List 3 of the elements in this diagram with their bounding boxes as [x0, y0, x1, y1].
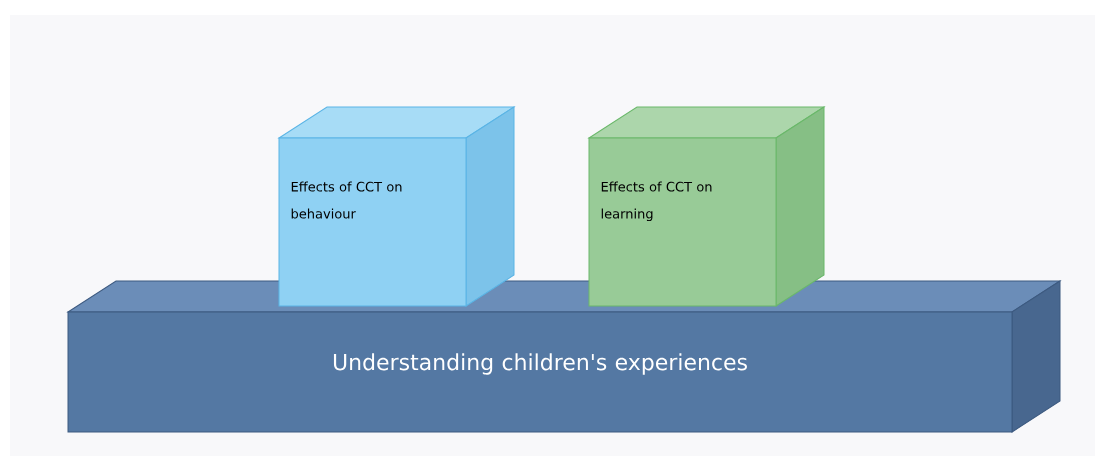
cube: Effects of CCT on learning [588, 106, 825, 307]
platform-block: Understanding children's experiences [67, 280, 1061, 433]
cube: Effects of CCT on behaviour [278, 106, 515, 307]
